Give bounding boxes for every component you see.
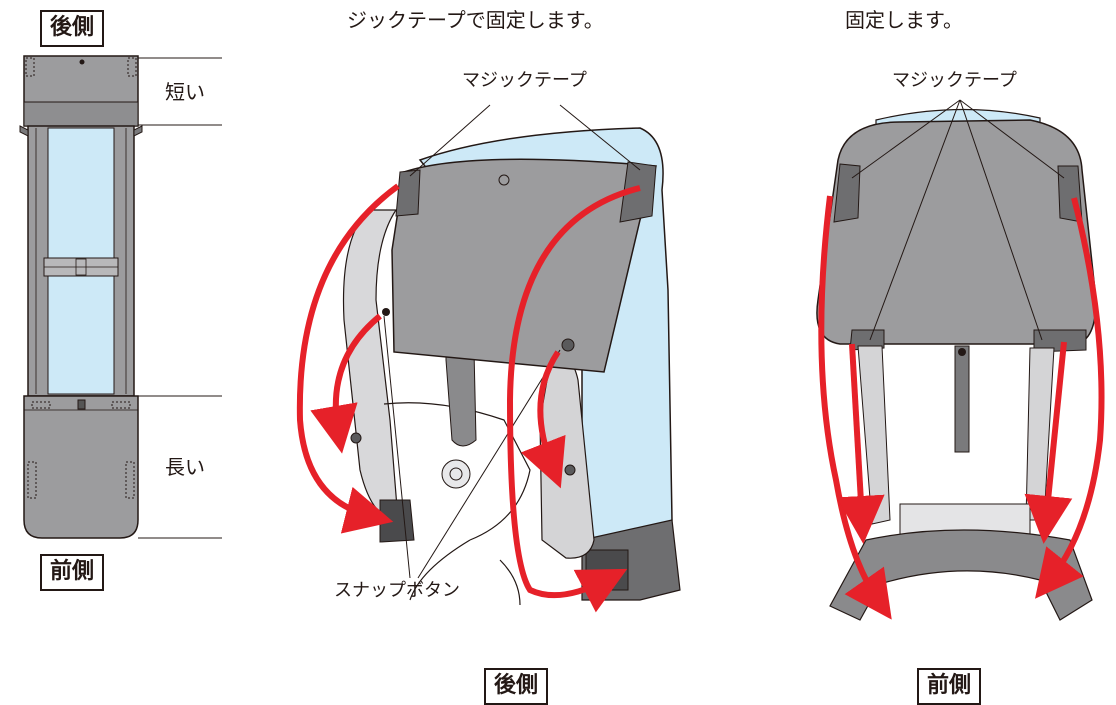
front-side-label-right: 前側 — [917, 668, 982, 705]
flat-cover-illustration — [19, 55, 222, 539]
velcro-label-right: マジックテープ — [892, 70, 1017, 91]
front-view-illustration — [816, 99, 1105, 621]
short-label: 短い — [165, 80, 205, 104]
long-label: 長い — [165, 455, 205, 479]
front-side-label-left: 前側 — [40, 554, 105, 591]
velcro-label-center: マジックテープ — [462, 70, 587, 91]
rear-side-label-left: 後側 — [40, 10, 105, 47]
rear-view-illustration — [296, 104, 681, 613]
center-caption: ジックテープで固定します。 — [347, 8, 604, 32]
right-caption: 固定します。 — [845, 8, 963, 32]
rear-side-label-center: 後側 — [484, 668, 549, 705]
snap-button-label: スナップボタン — [334, 580, 460, 601]
